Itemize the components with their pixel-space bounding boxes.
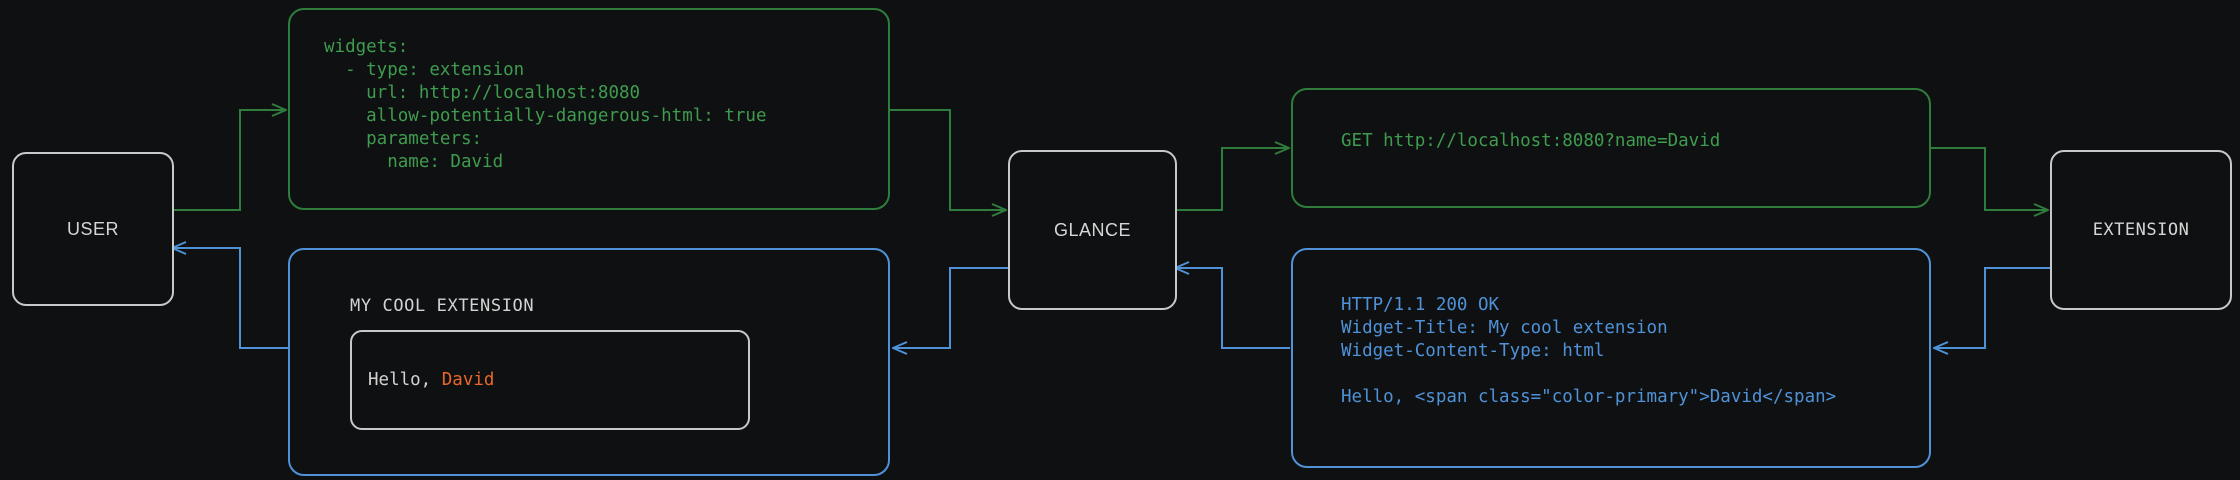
wire-extension-to-response [1934, 267, 2052, 348]
panel-rendered-widget: MY COOL EXTENSION Hello, David [288, 248, 890, 476]
wire-request-to-extension [1931, 147, 2048, 210]
node-user[interactable]: USER [12, 152, 174, 306]
widget-greeting-prefix: Hello, [368, 370, 442, 390]
wire-user-to-config [170, 110, 286, 211]
widget-title: MY COOL EXTENSION [350, 296, 535, 316]
widget-content-box: Hello, David [350, 330, 750, 430]
node-glance[interactable]: GLANCE [1008, 150, 1177, 310]
node-extension[interactable]: EXTENSION [2050, 150, 2232, 310]
panel-http-response: HTTP/1.1 200 OK Widget-Title: My cool ex… [1291, 248, 1931, 468]
node-extension-label: EXTENSION [2092, 220, 2190, 240]
wire-glance-to-request [1173, 148, 1289, 211]
http-request-text: GET http://localhost:8080?name=David [1341, 131, 1721, 151]
node-glance-label: GLANCE [1053, 219, 1132, 240]
widget-greeting: Hello, David [352, 370, 494, 390]
wire-response-to-glance [1175, 268, 1290, 349]
wire-widget-to-user [172, 248, 288, 349]
widget-greeting-name: David [441, 370, 495, 390]
config-yaml-text: widgets: - type: extension url: http://l… [324, 37, 767, 172]
http-response-text: HTTP/1.1 200 OK Widget-Title: My cool ex… [1341, 295, 1837, 407]
wire-config-to-glance [890, 109, 1006, 210]
wire-glance-to-widget [893, 267, 1008, 348]
panel-config: widgets: - type: extension url: http://l… [288, 8, 890, 210]
panel-http-request: GET http://localhost:8080?name=David [1291, 88, 1931, 208]
node-user-label: USER [66, 218, 119, 239]
